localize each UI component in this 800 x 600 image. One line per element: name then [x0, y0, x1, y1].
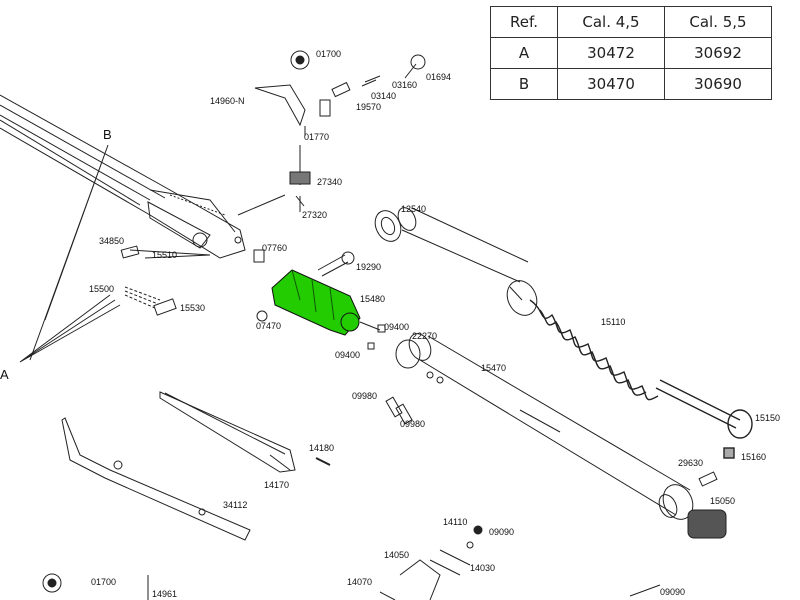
row-ref: A — [490, 37, 558, 69]
compression-tube — [374, 207, 538, 316]
part-label-09400: 09400 — [384, 322, 410, 332]
part-label-14110: 14110 — [443, 517, 468, 527]
part-label-29630: 29630 — [678, 458, 704, 468]
part-label-01770: 01770 — [304, 132, 330, 142]
part-label-15160: 15160 — [741, 452, 767, 462]
table-header-row: Ref. Cal. 4,5 Cal. 5,5 — [490, 6, 772, 38]
header-cal-55: Cal. 5,5 — [664, 6, 772, 38]
part-label-14180: 14180 — [309, 443, 335, 453]
callout-a: A — [0, 367, 9, 382]
part-label-09980: 09980 — [352, 391, 378, 401]
mainspring — [529, 299, 753, 459]
part-label-03160: 03160 — [392, 80, 418, 90]
callout-a-leader — [19, 294, 121, 363]
part-label-14170: 14170 — [264, 480, 290, 490]
part-label-15510: 15510 — [152, 250, 178, 260]
row-cal-45: 30472 — [557, 37, 665, 69]
part-label-14960-n: 14960-N — [210, 96, 245, 106]
part-label-15500: 15500 — [89, 284, 115, 294]
table-row: B 30470 30690 — [490, 68, 772, 100]
part-label-01694: 01694 — [426, 72, 452, 82]
part-label-34112: 34112 — [223, 500, 248, 510]
part-label-15110: 15110 — [601, 317, 626, 327]
trigger-linkage — [61, 417, 251, 541]
part-label-07760: 07760 — [262, 243, 288, 253]
cylinder — [395, 333, 694, 520]
part-label-34850: 34850 — [99, 236, 125, 246]
part-label-27320: 27320 — [302, 210, 328, 220]
part-label-14050: 14050 — [384, 550, 410, 560]
part-label-09400: 09400 — [335, 350, 361, 360]
part-label-15480: 15480 — [360, 294, 386, 304]
cocking-lever — [159, 391, 331, 473]
row-ref: B — [490, 68, 558, 100]
part-label-07470: 07470 — [256, 321, 282, 331]
part-label-09090: 09090 — [489, 527, 515, 537]
callout-b: B — [103, 127, 112, 142]
row-cal-45: 30470 — [557, 68, 665, 100]
part-label-14961: 14961 — [152, 589, 178, 599]
part-label-15150: 15150 — [755, 413, 781, 423]
part-label-09090: 09090 — [660, 587, 686, 597]
part-label-19570: 19570 — [356, 102, 382, 112]
header-cal-45: Cal. 4,5 — [557, 6, 665, 38]
part-label-03140: 03140 — [371, 91, 397, 101]
part-label-19290: 19290 — [356, 262, 382, 272]
row-cal-55: 30692 — [664, 37, 772, 69]
part-label-12540: 12540 — [401, 204, 427, 214]
part-label-01700: 01700 — [91, 577, 117, 587]
reference-table: Ref. Cal. 4,5 Cal. 5,5 A 30472 30692 B 3… — [490, 6, 772, 100]
barrel-assembly — [0, 94, 246, 259]
part-label-14070: 14070 — [347, 577, 373, 587]
trigger-group-top — [254, 50, 426, 212]
row-cal-55: 30690 — [664, 68, 772, 100]
bottom-trigger-parts — [42, 525, 661, 600]
part-label-15530: 15530 — [180, 303, 206, 313]
table-row: A 30472 30692 — [490, 37, 772, 69]
piston-15480-highlight — [271, 269, 361, 336]
callout-b-leader — [29, 144, 109, 361]
part-label-09980: 09980 — [400, 419, 426, 429]
part-label-14030: 14030 — [470, 563, 496, 573]
part-label-22270: 22270 — [412, 331, 438, 341]
part-label-15050: 15050 — [710, 496, 736, 506]
header-ref: Ref. — [490, 6, 558, 38]
part-label-27340: 27340 — [317, 177, 343, 187]
part-label-01700: 01700 — [316, 49, 342, 59]
part-label-15470: 15470 — [481, 363, 507, 373]
